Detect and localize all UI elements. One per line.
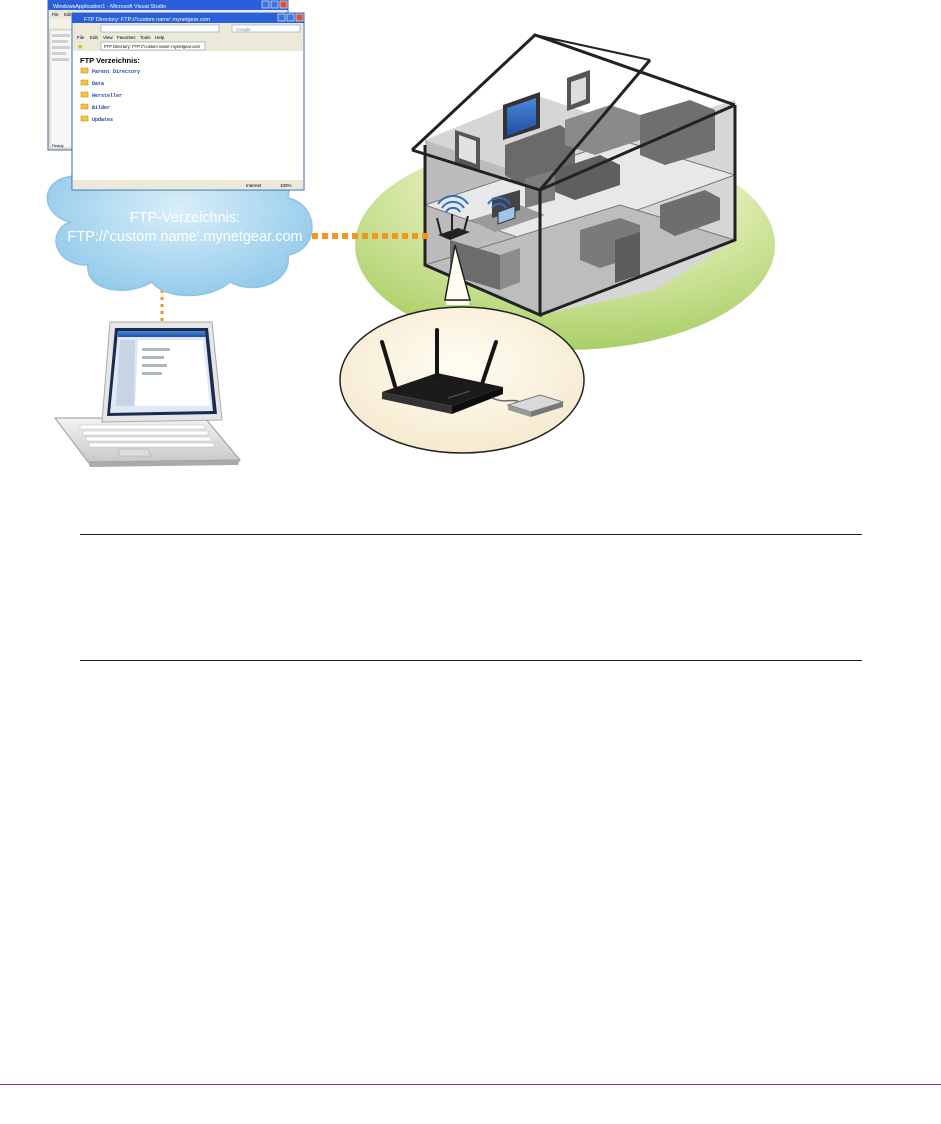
vs-status: Ready <box>52 143 64 148</box>
ftp-heading: FTP Verzeichnis: <box>80 56 140 65</box>
laptop-icon <box>55 322 240 467</box>
address-bar[interactable] <box>101 25 219 32</box>
ftp-network-diagram: FTP-Verzeichnis: FTP://'custom name'.myn… <box>0 0 941 470</box>
folder-link[interactable]: Updates <box>92 117 113 123</box>
maximize-icon[interactable] <box>287 14 294 21</box>
close-icon[interactable] <box>296 14 303 21</box>
cloud-line-2: FTP://'custom name'.mynetgear.com <box>67 229 302 245</box>
ftp-menu-favorites[interactable]: Favorites <box>117 35 136 40</box>
status-zone: Internet <box>246 183 262 188</box>
minimize-icon[interactable] <box>278 14 285 21</box>
footer-rule <box>0 1084 941 1085</box>
search-placeholder: Google <box>236 27 251 32</box>
ftp-menu-file[interactable]: File <box>77 35 85 40</box>
folder-link[interactable]: Data <box>92 81 104 87</box>
vs-menu-1[interactable]: Edit <box>64 12 72 17</box>
folder-icon <box>81 68 88 73</box>
ftp-browser-window: FTP Directory: FTP://'custom name'.mynet… <box>72 13 304 190</box>
ftp-menu-help[interactable]: Help <box>155 35 165 40</box>
ftp-menu-edit[interactable]: Edit <box>90 35 99 40</box>
folder-icon <box>81 92 88 97</box>
folder-icon <box>81 104 88 109</box>
minimize-icon[interactable] <box>262 1 269 8</box>
ftp-menu-view[interactable]: View <box>103 35 113 40</box>
close-icon[interactable] <box>280 1 287 8</box>
tab-ftp-directory-label: FTP Directory: FTP://'custom name'.mynet… <box>104 44 201 49</box>
folder-icon <box>81 80 88 85</box>
star-icon[interactable]: ★ <box>77 43 83 51</box>
folder-link[interactable]: Parent Directory <box>92 69 140 75</box>
vs-menu-0[interactable]: File <box>52 12 59 17</box>
folder-link[interactable]: Hersteller <box>92 93 122 99</box>
top-rule <box>80 534 862 535</box>
folder-icon <box>81 116 88 121</box>
vs-title: WindowsApplication1 - Microsoft Visual S… <box>53 4 166 10</box>
ftp-menu-tools[interactable]: Tools <box>140 35 151 40</box>
status-zoom[interactable]: 100% <box>280 183 292 188</box>
cloud-line-1: FTP-Verzeichnis: <box>130 210 240 226</box>
bottom-rule <box>80 660 862 661</box>
folder-link[interactable]: Bilder <box>92 105 110 111</box>
ftp-window-title: FTP Directory: FTP://'custom name'.mynet… <box>84 17 211 23</box>
maximize-icon[interactable] <box>271 1 278 8</box>
